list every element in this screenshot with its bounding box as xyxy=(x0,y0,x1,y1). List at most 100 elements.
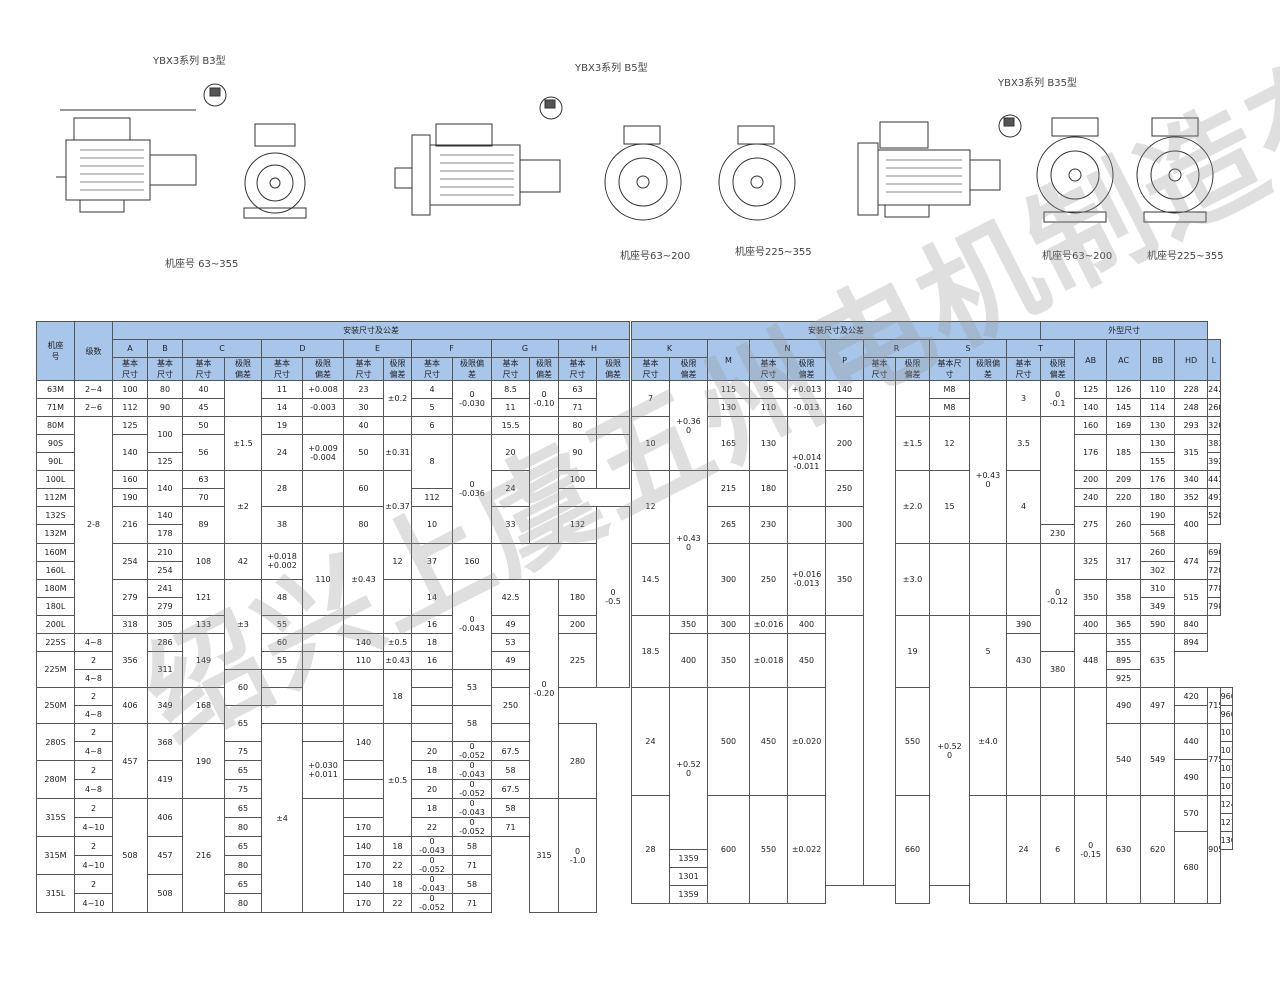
table-cell: 356 xyxy=(112,632,148,688)
header-cell: C xyxy=(182,339,262,359)
table-cell: 6 xyxy=(411,416,453,436)
table-cell xyxy=(1005,686,1042,797)
table-cell: 24 xyxy=(631,686,670,797)
header-cell: 基本 尺寸 xyxy=(182,357,225,382)
table-cell: 80 xyxy=(224,855,262,876)
table-cell: 4~8 xyxy=(74,779,113,800)
table-cell: 1359 xyxy=(669,849,708,869)
table-cell: 406 xyxy=(147,798,183,838)
table-cell: 1073 xyxy=(1219,777,1234,797)
table-cell: 49 xyxy=(491,650,530,670)
table-cell: 600 xyxy=(707,795,750,905)
table-cell: 209 xyxy=(1106,470,1142,490)
table-cell: 260 xyxy=(1140,542,1176,562)
table-cell: 168 xyxy=(182,686,225,724)
table-cell: 200L xyxy=(36,614,75,634)
table-cell xyxy=(1005,542,1042,616)
table-cell: 400 xyxy=(669,632,708,688)
table-cell: 11 xyxy=(491,398,530,418)
header-cell: G xyxy=(491,339,559,359)
table-cell: 75 xyxy=(224,741,262,762)
table-cell: ±0.022 xyxy=(787,795,826,905)
table-cell xyxy=(302,614,344,634)
table-cell xyxy=(302,722,344,743)
table-cell: 894 xyxy=(1174,632,1209,652)
header-cell: 基本 尺寸 xyxy=(343,357,384,382)
table-cell: ±2 xyxy=(224,470,262,544)
table-cell: +0.43 0 xyxy=(669,470,708,616)
table-cell: 406 xyxy=(112,686,148,724)
table-cell: 430 xyxy=(1005,632,1042,688)
table-row: 1359 xyxy=(632,885,1233,905)
table-cell: 50 xyxy=(182,416,225,436)
table-cell: 4 xyxy=(411,380,453,400)
table-cell: 130 xyxy=(749,416,788,472)
table-cell: 260 xyxy=(1106,506,1142,544)
table-row: 24+0.52 0500450±0.020550±4.0490497420715… xyxy=(631,686,1234,851)
table-cell: 130 xyxy=(707,398,750,418)
table-cell xyxy=(302,668,344,706)
header-cell: E xyxy=(343,339,412,359)
table-cell xyxy=(224,380,262,418)
table-cell: 125 xyxy=(112,416,148,436)
table-cell: 180 xyxy=(749,470,788,508)
table-cell: 1301 xyxy=(669,867,708,887)
table-cell: ±3.0 xyxy=(895,542,930,616)
table-cell: 80 xyxy=(558,416,597,436)
table-cell: 125 xyxy=(1074,380,1108,400)
table-cell: 110 xyxy=(302,542,344,616)
table-cell: 260 xyxy=(1207,398,1221,418)
table-cell: 1018 xyxy=(1219,722,1234,743)
table-cell: 630 xyxy=(1106,795,1142,905)
table-cell: 590 xyxy=(1140,614,1176,634)
table-cell: 6 xyxy=(1040,795,1076,905)
table-cell: 350 xyxy=(825,542,864,616)
table-cell: 305 xyxy=(147,614,183,634)
table-cell: 508 xyxy=(147,874,183,914)
table-cell: 960 xyxy=(1219,704,1234,724)
table-cell: 15.5 xyxy=(491,416,530,436)
table-cell: 80 xyxy=(147,380,183,400)
table-cell: ±4 xyxy=(261,722,303,914)
table-cell: 1073 xyxy=(1219,759,1234,779)
table-cell xyxy=(1040,686,1076,797)
table-cell: 67.5 xyxy=(491,741,530,762)
table-cell: 280M xyxy=(36,760,75,800)
table-cell xyxy=(302,650,344,670)
b5-caption-small: 机座号63~200 xyxy=(620,251,691,262)
table-cell: 0 -0.036 xyxy=(452,434,492,544)
table-cell: 2 xyxy=(74,798,113,819)
table-cell: 58 xyxy=(491,798,530,819)
table-cell: 4~8 xyxy=(74,741,113,762)
table-cell xyxy=(595,434,631,490)
table-cell: 42.5 xyxy=(491,578,530,616)
header-cell: 极限 偏差 xyxy=(1040,357,1076,382)
table-cell: 254 xyxy=(147,560,183,580)
table-cell: 2 xyxy=(74,686,113,706)
table-cell: 108 xyxy=(182,542,225,580)
table-cell xyxy=(411,686,453,706)
table-cell: 720 xyxy=(1207,560,1221,580)
header-cell: A xyxy=(112,339,148,359)
table-cell: 315 xyxy=(1174,434,1209,472)
header-cell: 极限 偏差 xyxy=(302,357,344,382)
table-cell: 160 xyxy=(112,470,148,490)
table-cell: 4 xyxy=(1005,470,1042,544)
b5-flange-small xyxy=(604,125,682,221)
table-cell: 190 xyxy=(182,722,225,800)
table-cell: 19 xyxy=(261,416,303,436)
table-cell: +0.018 +0.002 xyxy=(261,542,303,580)
table-cell: M8 xyxy=(929,398,970,418)
table-cell: 0 -0.20 xyxy=(529,578,559,800)
header-row: 基本 尺寸基本 尺寸基本 尺寸极限 偏差基本 尺寸极限 偏差基本 尺寸极限 偏差… xyxy=(37,357,631,382)
table-cell xyxy=(343,779,384,800)
table-cell: 293 xyxy=(1174,416,1209,436)
table-cell: 80 xyxy=(343,506,384,544)
table-cell: 80 xyxy=(224,817,262,838)
table-cell: +0.36 0 xyxy=(669,380,708,472)
